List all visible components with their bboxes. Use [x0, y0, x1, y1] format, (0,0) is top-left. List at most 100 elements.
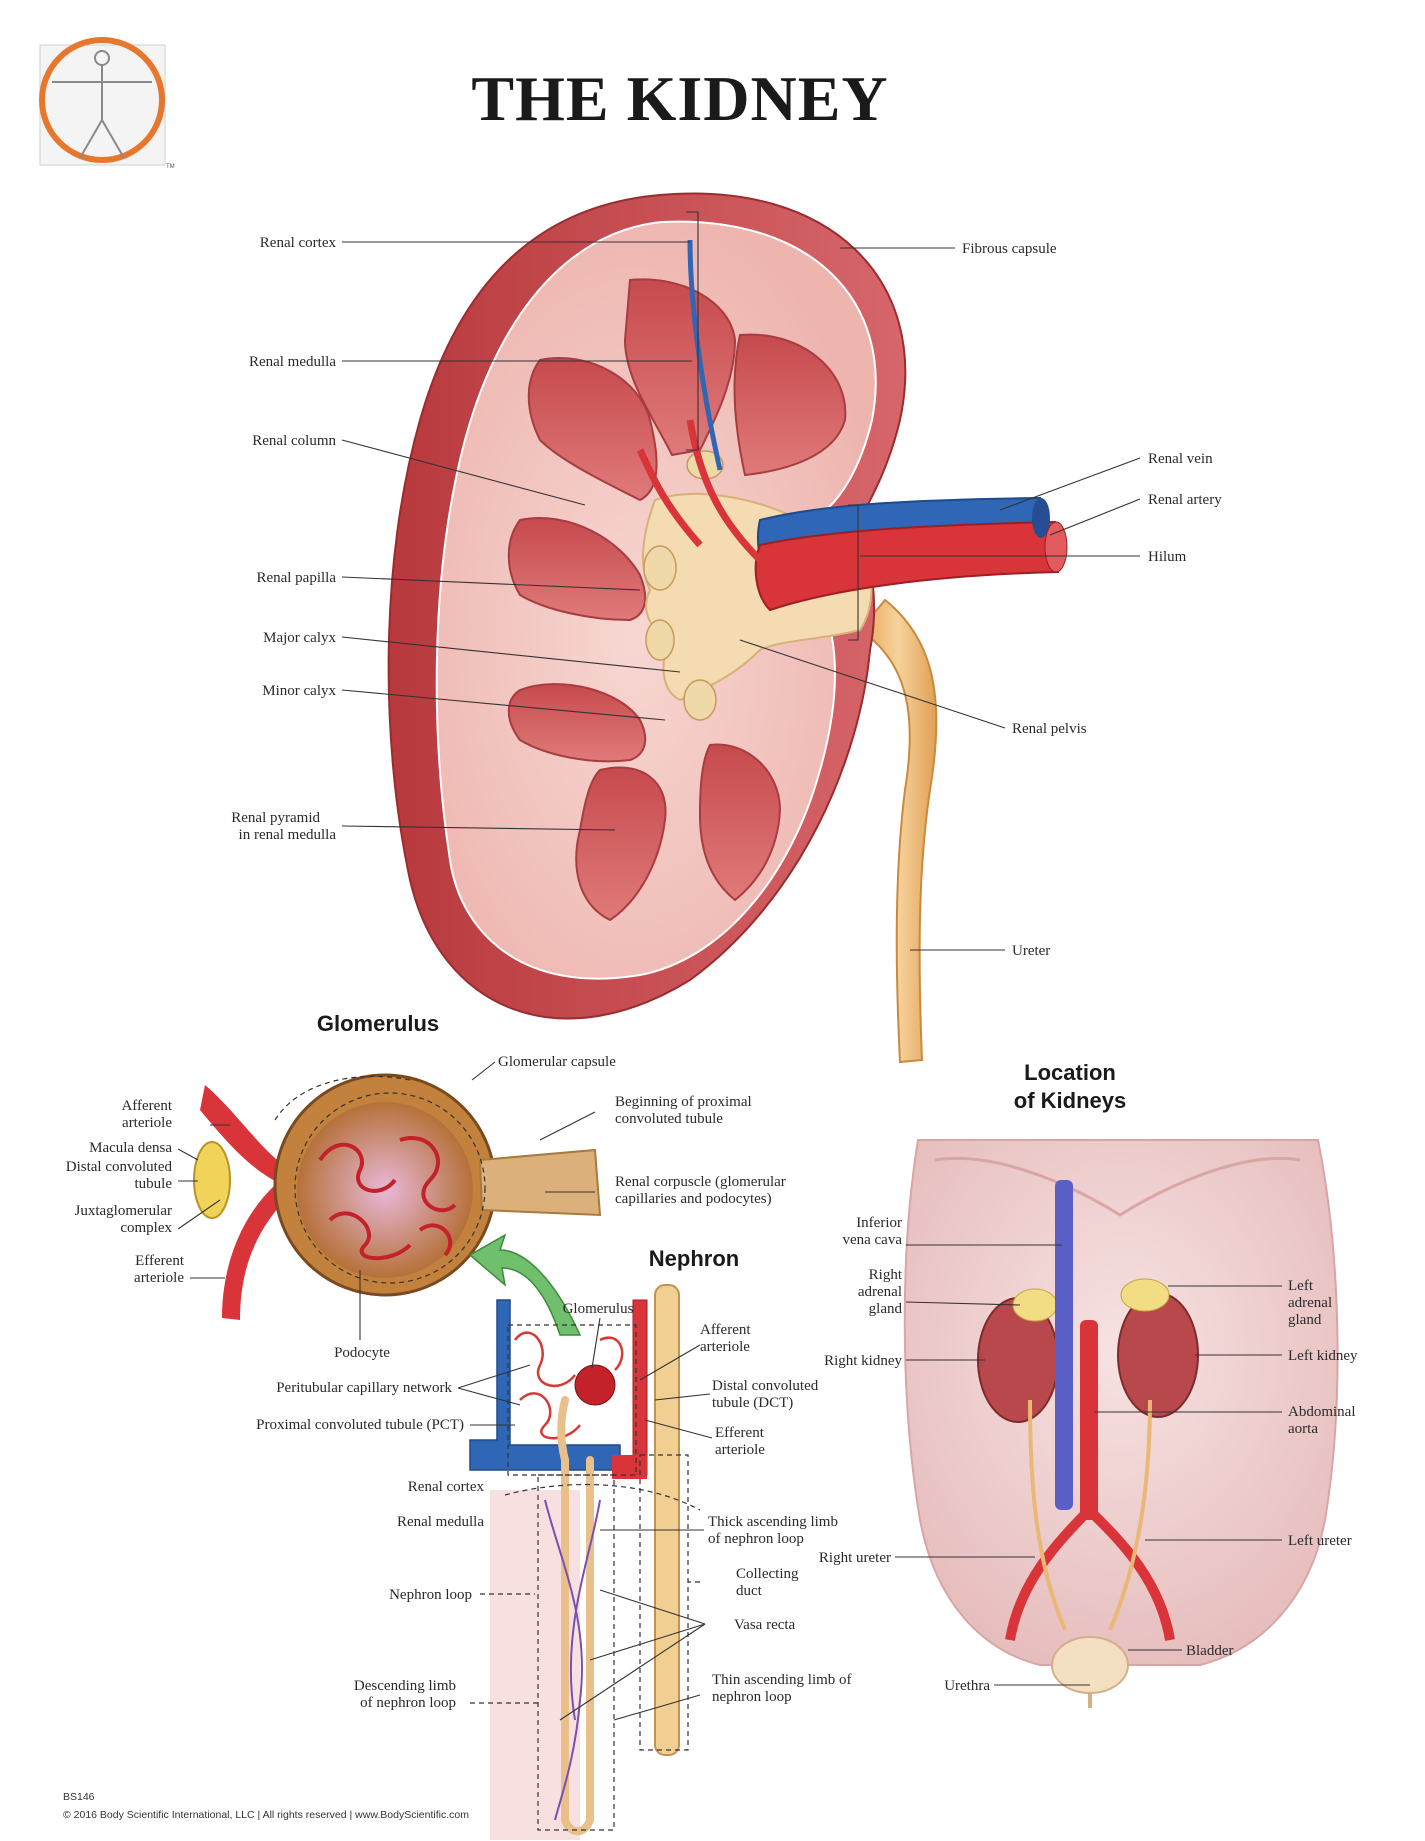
- label-pct-begin-1: Beginning of proximal: [615, 1094, 752, 1110]
- nephron-loop-tubules: [557, 1396, 594, 1836]
- label-right-adrenal-1: Right: [869, 1267, 903, 1283]
- vasa-recta: [544, 1499, 601, 1821]
- label-collecting-2: duct: [736, 1583, 763, 1599]
- label-right-ureter: Right ureter: [819, 1550, 891, 1566]
- efferent-arteriole: [222, 1185, 290, 1320]
- glomerulus-in-nephron: [574, 1364, 616, 1406]
- label-corpuscle-2: capillaries and podocytes): [615, 1191, 772, 1207]
- label-vasa-recta: Vasa recta: [734, 1617, 796, 1633]
- label-renal-pyramid-2: in renal medulla: [239, 827, 337, 843]
- label-peritubular: Peritubular capillary network: [276, 1380, 452, 1396]
- nephron-labels: Glomerulus Afferent arteriole Distal con…: [256, 1301, 851, 1711]
- hilum-bracket: [848, 504, 859, 641]
- label-thick-2: of nephron loop: [708, 1531, 804, 1547]
- renal-vein-opening: [1032, 498, 1050, 538]
- label-fibrous-capsule: Fibrous capsule: [962, 241, 1057, 257]
- vitruvian-man-logo-icon: [39, 37, 165, 163]
- label-urethra: Urethra: [944, 1678, 990, 1694]
- glomerulus-leader-lines: [177, 1061, 596, 1340]
- label-nephron-renal-cortex: Renal cortex: [408, 1479, 485, 1495]
- label-minor-calyx: Minor calyx: [262, 683, 336, 699]
- label-renal-vein: Renal vein: [1148, 451, 1213, 467]
- location-heading-1: Location: [1024, 1060, 1116, 1085]
- label-left-adrenal-2: adrenal: [1288, 1295, 1332, 1311]
- footer-code: BS146: [63, 1791, 95, 1803]
- label-corpuscle-1: Renal corpuscle (glomerular: [615, 1174, 786, 1190]
- label-nephron-dct-1: Distal convoluted: [712, 1378, 819, 1394]
- label-aorta-1: Abdominal: [1288, 1404, 1356, 1420]
- glomerulus-heading: Glomerulus: [317, 1011, 439, 1036]
- renal-pyramid: [733, 333, 847, 477]
- renal-artery: [754, 520, 1060, 612]
- label-pct-begin-2: convoluted tubule: [615, 1111, 723, 1127]
- medulla-bracket: [686, 211, 699, 451]
- label-ivc-2: vena cava: [842, 1232, 902, 1248]
- arrow-to-nephron: [468, 1233, 582, 1336]
- label-bladder: Bladder: [1186, 1643, 1233, 1659]
- label-nephron-efferent-2: arteriole: [715, 1442, 765, 1458]
- minor-calyx: [643, 545, 677, 591]
- label-thin-1: Thin ascending limb of: [712, 1672, 852, 1688]
- label-jg-2: complex: [120, 1220, 172, 1236]
- renal-pyramid: [507, 683, 647, 763]
- label-nephron-efferent-1: Efferent: [715, 1425, 765, 1441]
- label-aorta-2: aorta: [1288, 1421, 1318, 1437]
- cortex-box: [507, 1324, 637, 1476]
- label-thick-1: Thick ascending limb: [708, 1514, 838, 1530]
- label-hilum: Hilum: [1148, 549, 1187, 565]
- kidney-cross-section: [387, 192, 1068, 1064]
- abdominal-cavity: [903, 1139, 1339, 1666]
- artery-trunk: [632, 1299, 648, 1476]
- page-title: THE KIDNEY: [471, 63, 888, 134]
- label-right-adrenal-2: adrenal: [858, 1284, 902, 1300]
- label-nephron-renal-medulla: Renal medulla: [397, 1514, 484, 1530]
- proximal-tubule-start: [478, 1148, 602, 1217]
- collecting-duct: [654, 1284, 680, 1756]
- location-labels: Inferior vena cava Right adrenal gland R…: [819, 1215, 1358, 1694]
- minor-calyx: [645, 619, 675, 661]
- label-nephron-afferent-2: arteriole: [700, 1339, 750, 1355]
- right-ureter-path: [1028, 1399, 1067, 1631]
- label-jg-1: Juxtaglomerular: [75, 1203, 172, 1219]
- label-major-calyx: Major calyx: [263, 630, 336, 646]
- label-right-adrenal-3: gland: [869, 1301, 903, 1317]
- nephron-leader-lines: [457, 1317, 713, 1721]
- nephron-illustration: [469, 1284, 701, 1840]
- label-dct-2: tubule: [135, 1176, 173, 1192]
- location-leader-lines: [895, 1244, 1282, 1686]
- location-heading-2: of Kidneys: [1014, 1088, 1126, 1113]
- label-ivc-1: Inferior: [856, 1215, 902, 1231]
- renal-pyramid: [507, 517, 647, 622]
- label-nephron-glomerulus: Glomerulus: [563, 1301, 634, 1317]
- label-renal-medulla: Renal medulla: [249, 354, 336, 370]
- calyces: [643, 450, 724, 721]
- label-afferent-2: arteriole: [122, 1115, 172, 1131]
- label-renal-artery: Renal artery: [1148, 492, 1222, 508]
- segmental-artery: [636, 419, 763, 563]
- abdominal-aorta: [1080, 1320, 1098, 1520]
- label-left-adrenal-3: gland: [1288, 1312, 1322, 1328]
- label-efferent-2: arteriole: [134, 1270, 184, 1286]
- label-ureter: Ureter: [1012, 943, 1050, 959]
- label-afferent-1: Afferent: [121, 1098, 172, 1114]
- logo: TM: [39, 37, 175, 170]
- cortex-medulla-boundary: [504, 1483, 701, 1511]
- nephron-heading: Nephron: [649, 1246, 739, 1271]
- label-left-kidney: Left kidney: [1288, 1348, 1358, 1364]
- renal-pyramid: [698, 743, 782, 902]
- label-left-ureter: Left ureter: [1288, 1533, 1352, 1549]
- glomerulus-illustration: [193, 1073, 602, 1336]
- left-kidney: [1117, 1292, 1199, 1418]
- label-dct-1: Distal convoluted: [66, 1159, 173, 1175]
- renal-pyramid: [527, 357, 658, 502]
- label-renal-cortex: Renal cortex: [260, 235, 337, 251]
- label-nephron-afferent-1: Afferent: [700, 1322, 751, 1338]
- artery-segment: [612, 1455, 647, 1479]
- abdomen-illustration: [903, 1139, 1339, 1708]
- glomerulus-labels: Glomerular capsule Afferent arteriole Ma…: [66, 1054, 786, 1361]
- label-nephron-dct-2: tubule (DCT): [712, 1395, 793, 1411]
- label-descending-1: Descending limb: [354, 1678, 456, 1694]
- label-nephron-loop: Nephron loop: [389, 1587, 472, 1603]
- footer-copyright: © 2016 Body Scientific International, LL…: [63, 1809, 469, 1821]
- capillary-loops: [318, 1136, 457, 1261]
